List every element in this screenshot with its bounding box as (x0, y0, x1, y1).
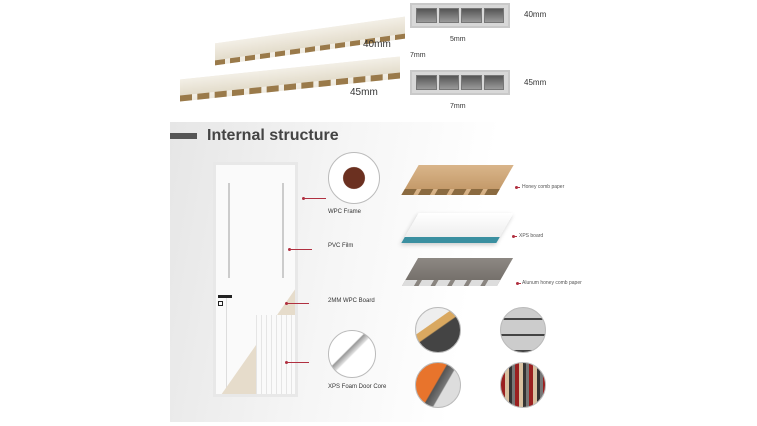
panel-45-label: 45mm (350, 87, 378, 98)
edge-detail-2 (500, 307, 546, 353)
wpc-frame-pointer (302, 197, 326, 200)
label-xps-board: XPS board (519, 233, 544, 239)
xps-pointer (512, 235, 517, 238)
xps-core-pointer (285, 361, 309, 364)
title-bar-decoration (170, 133, 197, 139)
label-xps-core: XPS Foam Door Core (328, 384, 387, 390)
label-wpc-board: 2MM WPC Board (328, 298, 375, 304)
wpc-board-pointer (285, 302, 309, 305)
edge-detail-3 (415, 362, 461, 408)
xps-board (401, 213, 514, 243)
profile-45-height: 45mm (524, 78, 547, 87)
profile-45-cross-section (410, 70, 510, 95)
wpc-frame-image (328, 152, 380, 204)
honeycomb-paper-board (401, 165, 514, 195)
section-title: Internal structure (207, 127, 339, 144)
panel-40-label: 40mm (363, 39, 391, 50)
profile-45-wall-bottom: 7mm (450, 103, 466, 110)
aluminum-honeycomb-board (401, 258, 514, 286)
label-honeycomb: Honey comb paper (522, 184, 565, 190)
edge-detail-1 (415, 307, 461, 353)
pvc-film-pointer (288, 248, 312, 251)
honeycomb-pointer (515, 186, 520, 189)
color-samples (500, 362, 546, 408)
aluminum-pointer (516, 282, 521, 285)
xps-core-image (328, 330, 376, 378)
label-pvc-film: PVC Film (328, 243, 354, 249)
profile-40-wall: 5mm (450, 36, 466, 43)
label-aluminum-honeycomb: Alunum honey comb paper (522, 280, 582, 286)
profile-40-cross-section (410, 3, 510, 28)
profile-45-wall-top: 7mm (410, 52, 426, 59)
door-image (213, 162, 298, 397)
door-handle-icon (218, 295, 232, 298)
profile-40-height: 40mm (524, 10, 547, 19)
label-wpc-frame: WPC Frame (328, 209, 361, 215)
